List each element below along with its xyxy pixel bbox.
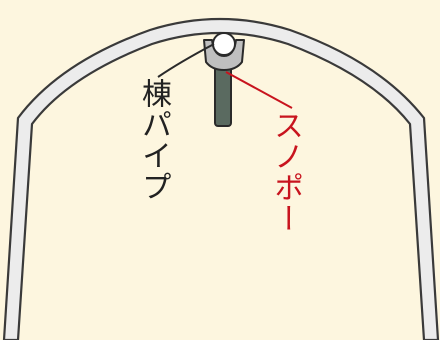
ridge-pipe-leader-line	[157, 43, 215, 78]
greenhouse-arch-frame	[2, 17, 440, 340]
snow-pole-label: スノポー	[268, 110, 303, 234]
snow-pole-leader-line	[225, 71, 293, 109]
ridge-pipe-section	[212, 32, 236, 56]
ridge-pipe-label: 棟パイプ	[136, 78, 171, 202]
